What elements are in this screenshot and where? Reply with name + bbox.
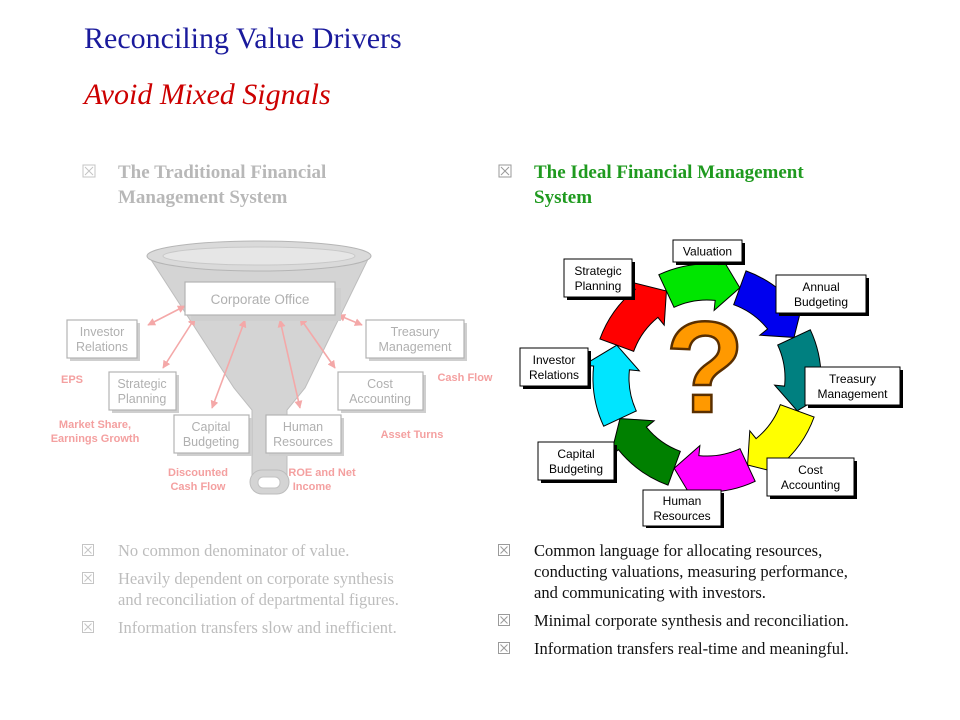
treasury-management-label-2: Management — [379, 340, 452, 354]
cost-accounting-box — [766, 457, 855, 497]
metric-roe-1: ROE and Net — [288, 467, 356, 479]
valuation-label-1: Valuation — [683, 245, 732, 259]
page-subtitle: Avoid Mixed Signals — [84, 78, 331, 111]
left-bullet-1: No common denominator of value. — [82, 540, 492, 561]
metric-cash-flow: Cash Flow — [437, 372, 492, 384]
left-bullet-list: No common denominator of value. Heavily … — [82, 540, 492, 645]
left-bullet-3: Information transfers slow and inefficie… — [82, 617, 492, 638]
metric-roe-2: Income — [293, 481, 332, 493]
investor-relations-box — [66, 319, 138, 359]
investor-relations-label-1: Investor — [533, 353, 576, 367]
checkbox-bullet-icon — [498, 164, 512, 178]
metric-eps: EPS — [61, 374, 83, 386]
left-heading-line-1: The Traditional Financial — [118, 162, 327, 183]
strategic-planning-label-1: Strategic — [574, 264, 621, 278]
checkbox-bullet-icon — [498, 544, 510, 556]
checkbox-bullet-icon — [498, 642, 510, 654]
investor-relations-label-1: Investor — [80, 325, 124, 339]
human-resources-box — [265, 414, 342, 454]
investor-relations-box — [519, 347, 589, 387]
cost-accounting-label-1: Cost — [367, 377, 393, 391]
human-resources-label-1: Human — [283, 420, 323, 434]
metric-market-share-2: Earnings Growth — [51, 433, 140, 445]
human-resources-label-1: Human — [663, 494, 702, 508]
strategic-planning-label-2: Planning — [575, 279, 622, 293]
checkbox-bullet-icon — [82, 164, 96, 178]
page-title: Reconciling Value Drivers — [84, 22, 402, 55]
investor-relations-label-2: Relations — [76, 340, 128, 354]
capital-budgeting-label-1: Capital — [557, 447, 594, 461]
left-heading-line-2: Management System — [118, 187, 288, 208]
checkbox-bullet-icon — [82, 572, 94, 584]
cycle-arrow-strategic-planning — [582, 344, 641, 427]
metric-market-share-1: Market Share, — [59, 419, 131, 431]
treasury-management-box — [365, 319, 465, 359]
annual-budgeting-label-2: Budgeting — [794, 295, 848, 309]
right-bullet-list: Common language for allocating resources… — [498, 540, 953, 666]
ideal-cycle-diagram: ? ValuationAnnualBudgetingTreasuryManage… — [519, 239, 903, 528]
right-bullet-3: Information transfers real-time and mean… — [498, 638, 953, 659]
checkbox-bullet-icon — [82, 621, 94, 633]
annual-budgeting-box — [775, 274, 867, 314]
metric-dcf-1: Discounted — [168, 467, 228, 479]
capital-budgeting-label-1: Capital — [192, 420, 231, 434]
right-heading: The Ideal Financial Management System — [498, 160, 898, 220]
strategic-planning-label-1: Strategic — [117, 377, 166, 391]
strategic-planning-box — [563, 258, 633, 298]
strategic-planning-box — [108, 371, 177, 411]
traditional-funnel-diagram: Corporate Office Investor Relations Stra… — [51, 240, 493, 495]
funnel-opening — [162, 246, 356, 266]
right-heading-line-2: System — [534, 187, 593, 208]
strategic-planning-label-2: Planning — [118, 392, 167, 406]
treasury-management-label-1: Treasury — [391, 325, 441, 339]
corporate-office-box — [184, 281, 336, 316]
checkbox-bullet-icon — [82, 544, 94, 556]
valuation-box — [672, 239, 743, 263]
treasury-management-box — [804, 366, 901, 406]
treasury-management-label-1: Treasury — [829, 372, 876, 386]
left-heading: The Traditional Financial Management Sys… — [82, 160, 402, 220]
human-resources-label-2: Resources — [653, 509, 710, 523]
right-bullet-2: Minimal corporate synthesis and reconcil… — [498, 610, 953, 631]
funnel-arrows — [147, 305, 363, 409]
annual-budgeting-label-1: Annual — [802, 280, 839, 294]
cost-accounting-label-2: Accounting — [781, 478, 840, 492]
right-bullet-1: Common language for allocating resources… — [498, 540, 953, 603]
question-mark-icon: ? — [665, 294, 744, 440]
left-bullet-2: Heavily dependent on corporate synthesis… — [82, 568, 492, 610]
cost-accounting-label-1: Cost — [798, 463, 823, 477]
capital-budgeting-box — [173, 414, 250, 454]
metric-dcf-2: Cash Flow — [170, 481, 225, 493]
cost-accounting-label-2: Accounting — [349, 392, 411, 406]
cost-accounting-box — [337, 371, 424, 411]
human-resources-box — [642, 489, 722, 527]
capital-budgeting-label-2: Budgeting — [549, 462, 603, 476]
human-resources-label-2: Resources — [273, 435, 333, 449]
metric-asset-turns: Asset Turns — [381, 429, 444, 441]
capital-budgeting-box — [537, 441, 615, 481]
cycle-ring — [582, 253, 832, 503]
corporate-office-label: Corporate Office — [211, 292, 310, 307]
checkbox-bullet-icon — [498, 614, 510, 626]
treasury-management-label-2: Management — [817, 387, 888, 401]
investor-relations-label-2: Relations — [529, 368, 579, 382]
capital-budgeting-label-2: Budgeting — [183, 435, 239, 449]
right-heading-line-1: The Ideal Financial Management — [534, 162, 804, 183]
